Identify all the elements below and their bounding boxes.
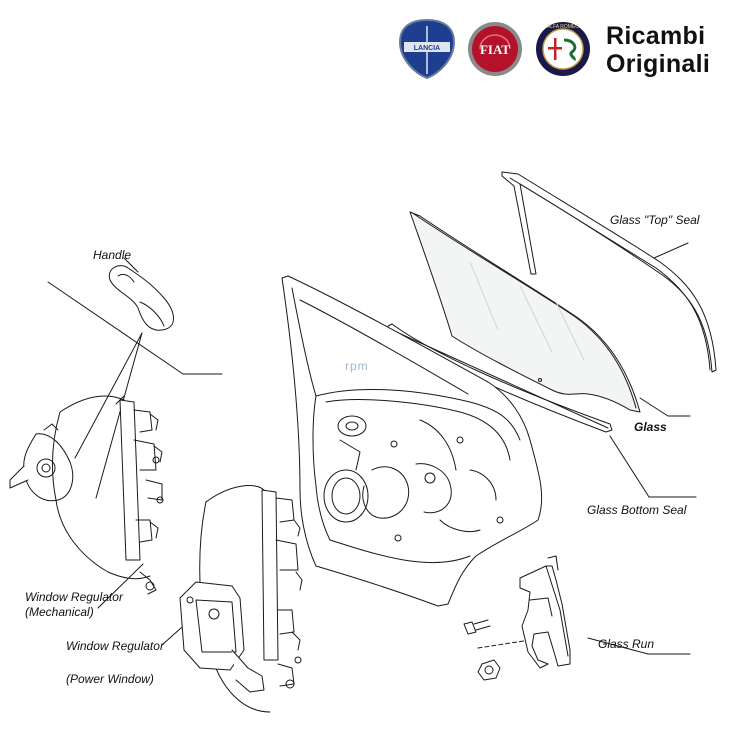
brand-title-line2: Originali xyxy=(606,50,711,78)
label-handle: Handle xyxy=(93,248,132,262)
regulator-mechanical-part xyxy=(9,395,164,595)
label-glass-top-seal: Glass "Top" Seal xyxy=(610,213,700,227)
fiat-badge: FIAT xyxy=(468,22,522,76)
regulator-power-part xyxy=(179,485,303,713)
brand-header: LANCIA FIAT ALFA ROMEO Ricambi Originali xyxy=(398,14,736,84)
watermark: rpm xyxy=(345,359,369,373)
lancia-badge: LANCIA xyxy=(398,18,456,80)
glass-run-part xyxy=(519,555,571,669)
glass-part xyxy=(409,211,641,413)
brand-title-line1: Ricambi xyxy=(606,22,706,50)
alfa-romeo-badge: ALFA ROMEO xyxy=(536,22,590,76)
fiat-badge-text: FIAT xyxy=(480,42,510,57)
glass-top-seal-part xyxy=(501,171,717,373)
label-regulator-power-line1: Window Regulator xyxy=(66,639,164,653)
alfa-romeo-badge-text: ALFA ROMEO xyxy=(547,24,579,30)
label-regulator-power-line2: (Power Window) xyxy=(66,672,154,686)
label-glass-run: Glass Run xyxy=(598,637,655,651)
label-regulator-mechanical-line2: (Mechanical) xyxy=(25,605,94,619)
brand-title: Ricambi Originali xyxy=(606,22,710,78)
label-glass: Glass xyxy=(634,420,667,434)
handle-part xyxy=(108,265,174,331)
fastener-parts xyxy=(463,619,501,681)
lancia-badge-text: LANCIA xyxy=(414,45,440,52)
door-frame-part xyxy=(281,275,543,607)
label-regulator-mechanical-line1: Window Regulator xyxy=(25,590,123,604)
label-glass-bottom-seal: Glass Bottom Seal xyxy=(587,503,687,517)
leader-lines xyxy=(47,242,697,655)
